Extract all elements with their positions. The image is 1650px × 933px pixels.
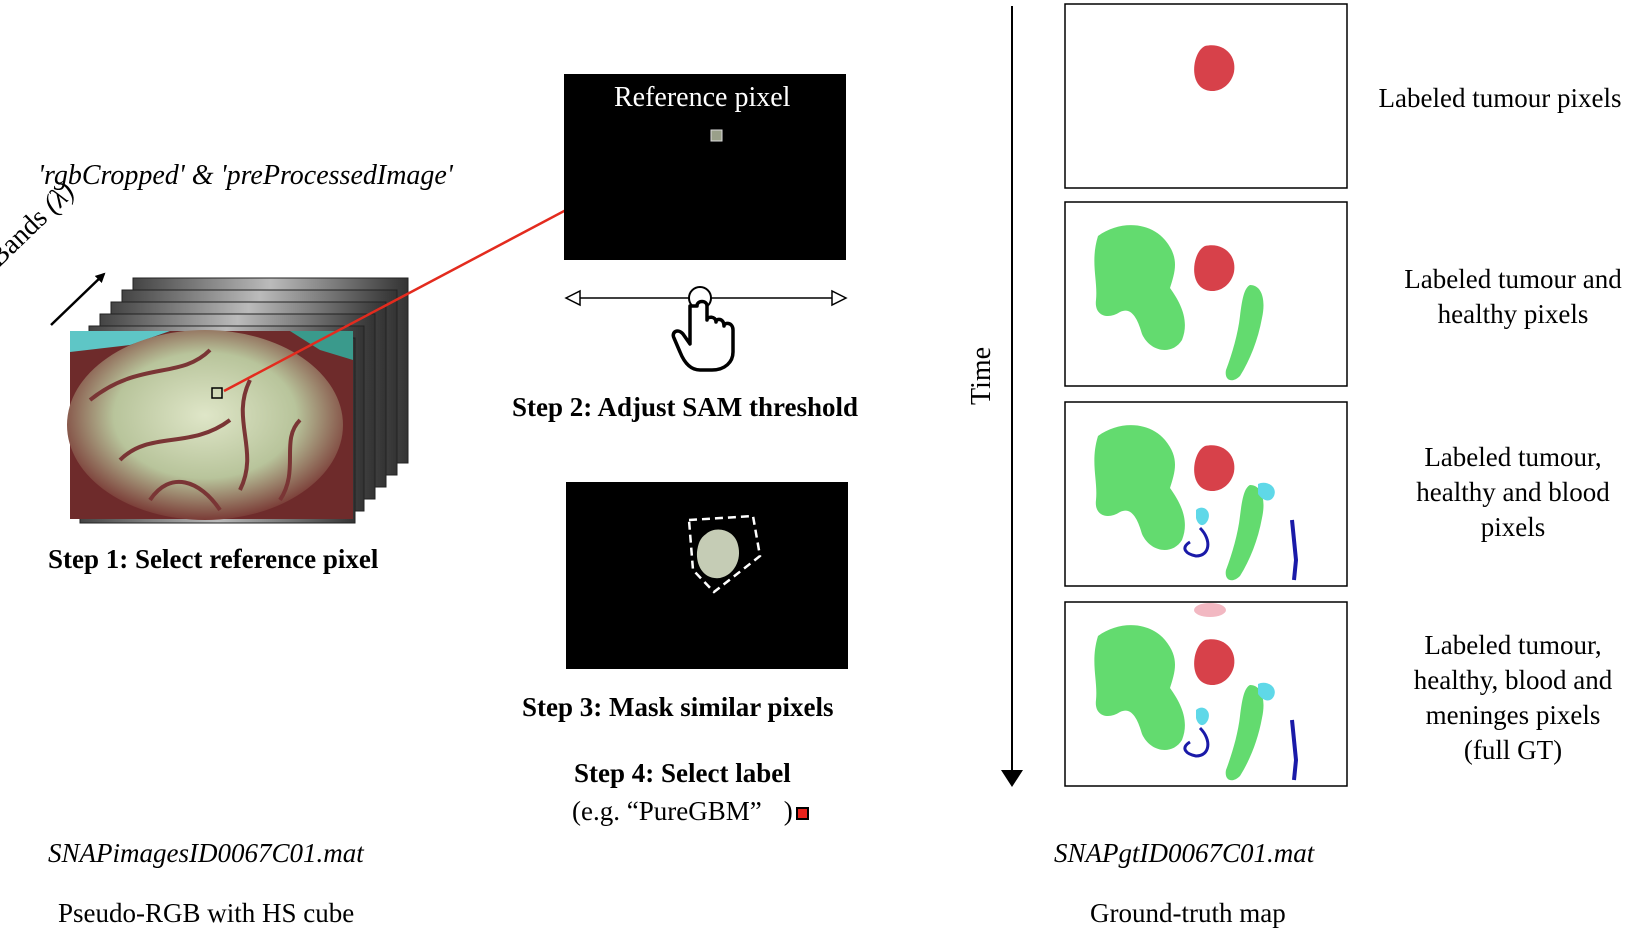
- time-arrow-head: [1001, 770, 1023, 787]
- mask-panel: [566, 482, 848, 669]
- step1-label: Step 1: Select reference pixel: [48, 544, 379, 574]
- gt-panel-3: [1064, 401, 1348, 587]
- step4-title: Step 4: Select label: [574, 758, 791, 788]
- pseudo-rgb-brain-image: [67, 330, 353, 520]
- step4-example-close: ): [783, 796, 793, 826]
- right-filename: SNAPgtID0067C01.mat: [1054, 838, 1315, 868]
- step3-label: Step 3: Mask similar pixels: [522, 692, 834, 722]
- time-label: Time: [966, 346, 997, 405]
- gt-panel-2: [1064, 201, 1348, 387]
- bands-arrow: [50, 272, 106, 326]
- selected-pixel-box: [211, 387, 223, 399]
- gt-panel-4: [1064, 601, 1348, 787]
- gt-label-4: Labeled tumour, healthy, blood and menin…: [1413, 630, 1613, 765]
- gt-panel-1: [1064, 3, 1348, 189]
- left-caption: Pseudo-RGB with HS cube: [58, 898, 355, 928]
- gt-label-1: Labeled tumour pixels: [1378, 83, 1622, 113]
- gt-label-2: Labeled tumour and healthy pixels: [1404, 264, 1622, 329]
- puregbm-color-swatch: [796, 807, 809, 820]
- step4-example-open: (e.g. “PureGBM”: [572, 796, 762, 826]
- reference-pixel-label: Reference pixel: [614, 82, 791, 113]
- reference-panel: [564, 74, 846, 260]
- cube-title: 'rgbCropped' & 'preProcessedImage': [38, 160, 453, 191]
- left-filename: SNAPimagesID0067C01.mat: [48, 838, 364, 868]
- reference-pixel-square: [710, 129, 723, 142]
- gt-label-3: Labeled tumour, healthy and blood pixels: [1416, 442, 1610, 542]
- step4-example: (e.g. “PureGBM”): [572, 796, 793, 827]
- right-caption: Ground-truth map: [1090, 898, 1286, 928]
- masked-region: [687, 514, 762, 594]
- step2-label: Step 2: Adjust SAM threshold: [512, 392, 859, 422]
- pointer-hand-icon: [671, 299, 735, 372]
